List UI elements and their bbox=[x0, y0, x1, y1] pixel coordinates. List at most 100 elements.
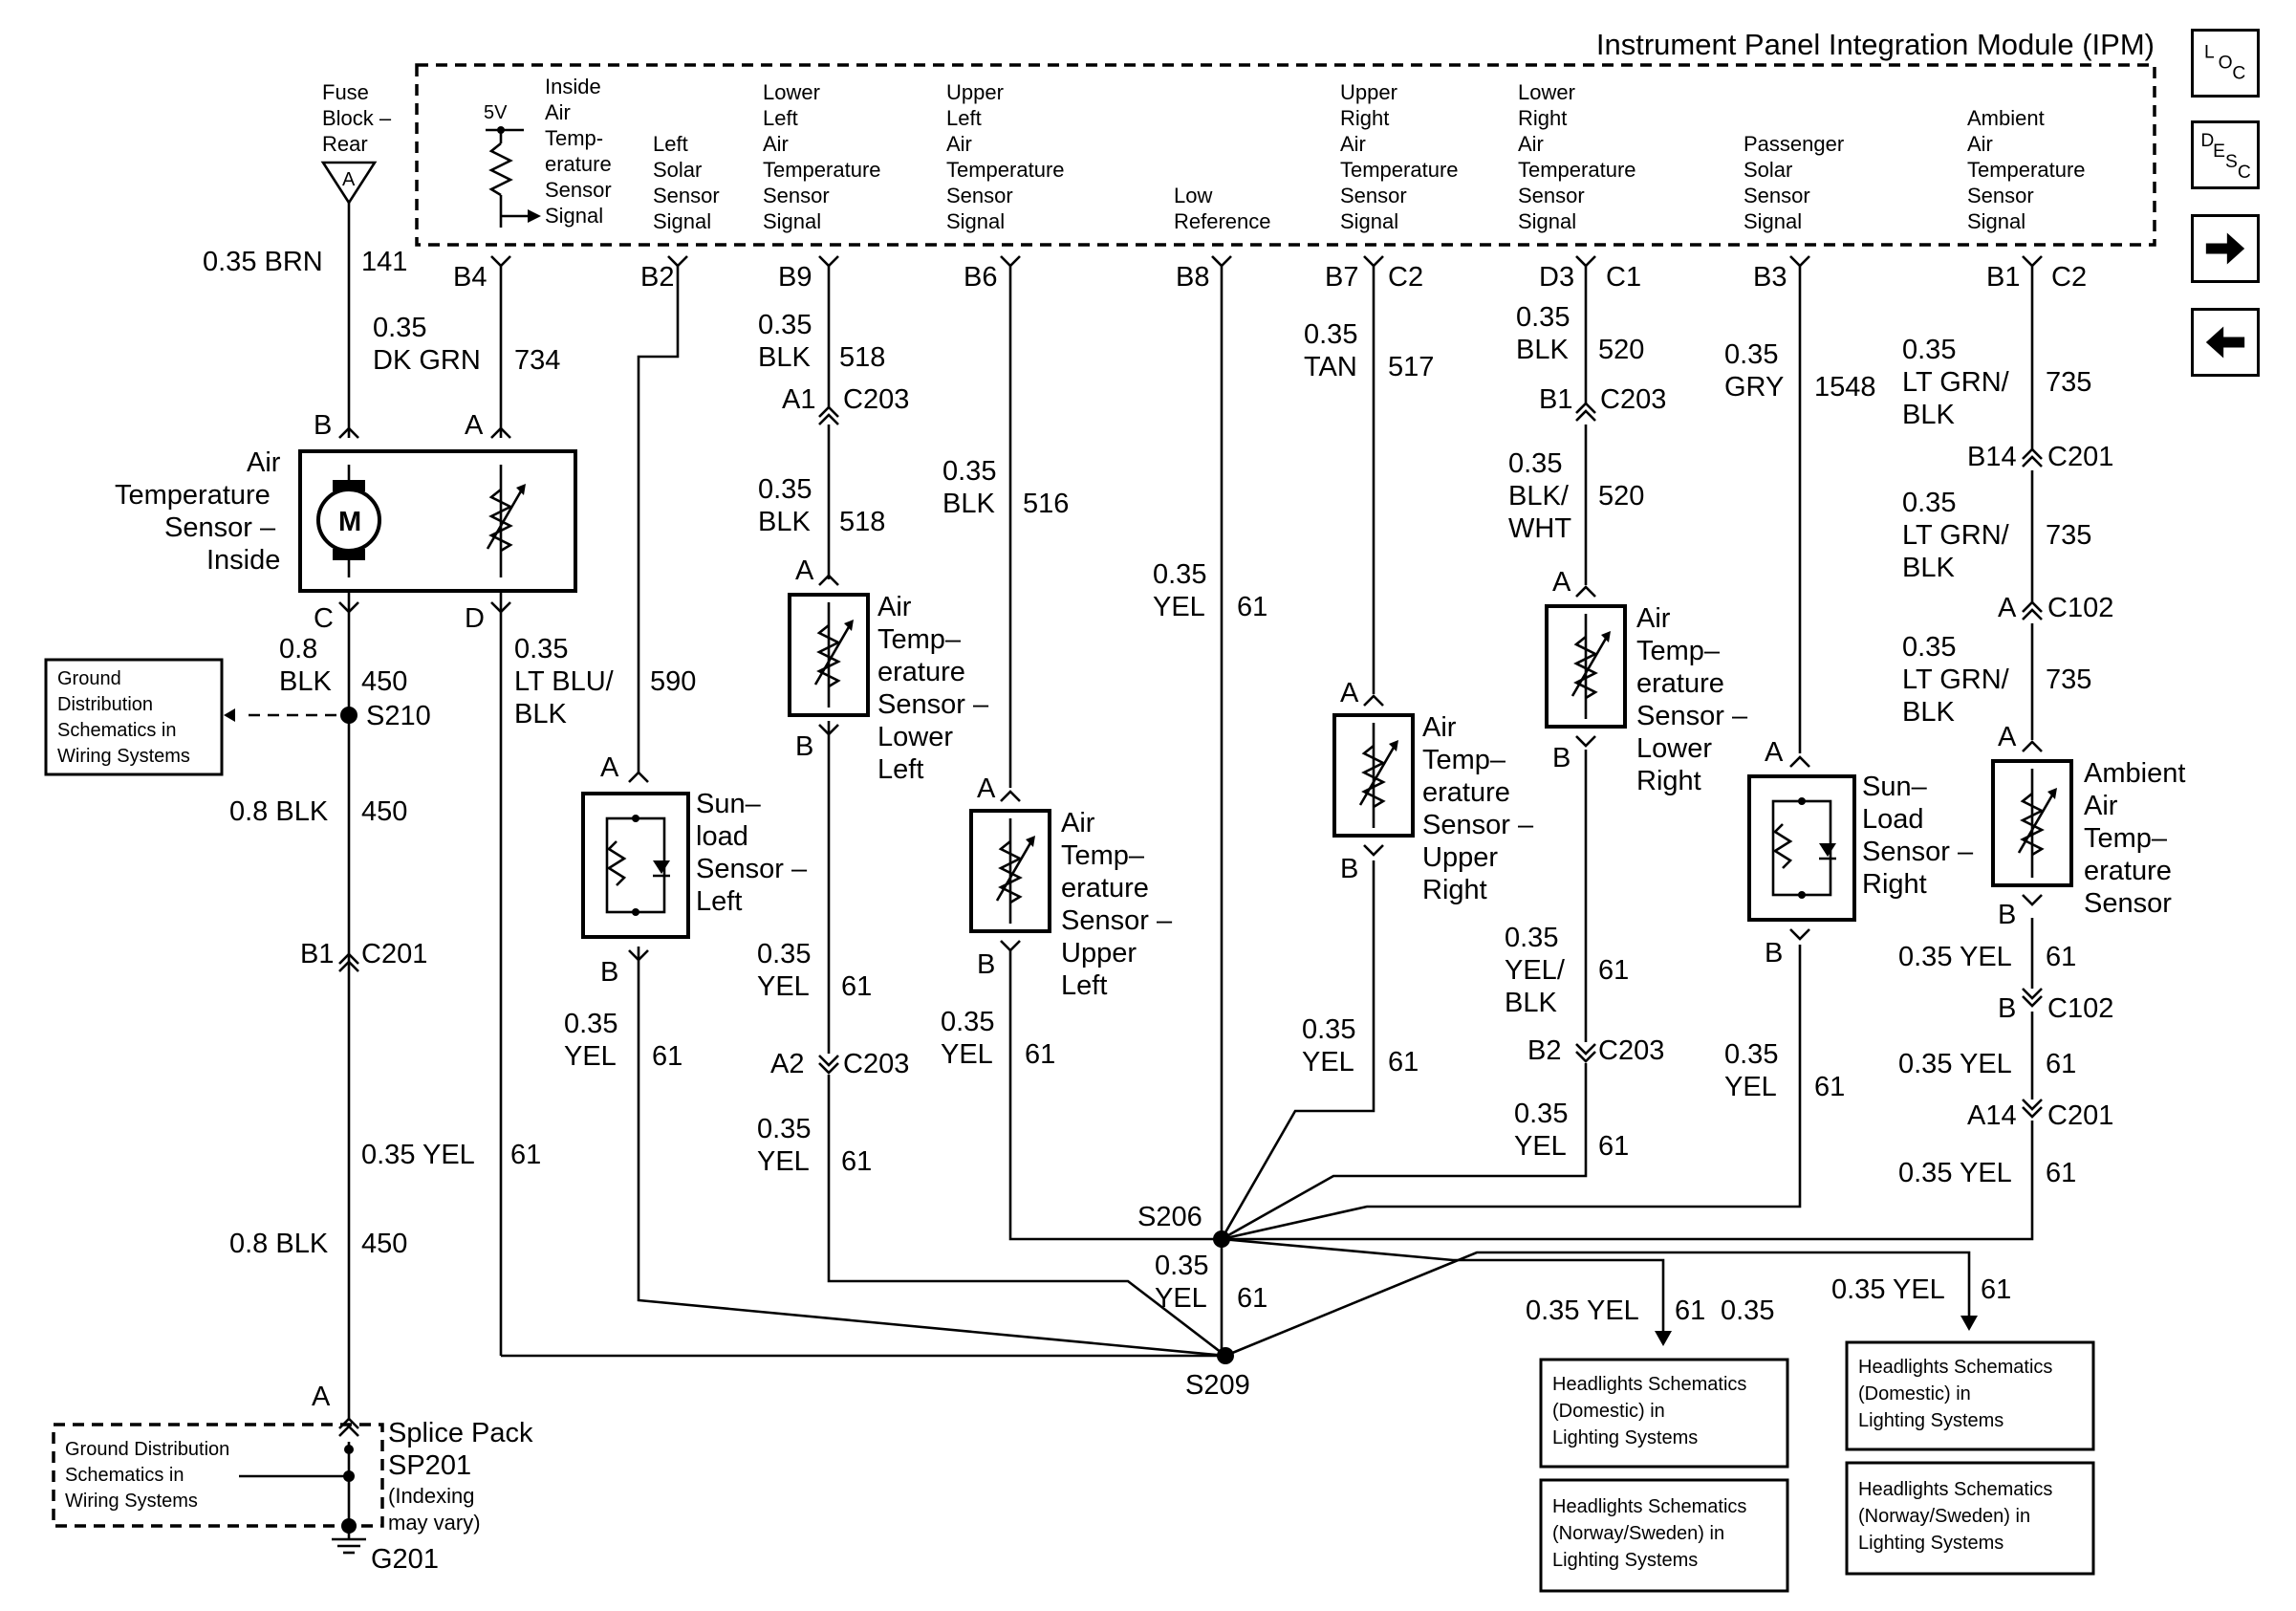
svg-text:C: C bbox=[314, 603, 334, 634]
svg-text:735: 735 bbox=[2046, 367, 2091, 398]
svg-text:(Norway/Sweden) in: (Norway/Sweden) in bbox=[1552, 1523, 1724, 1544]
svg-text:TAN: TAN bbox=[1304, 352, 1357, 382]
signal-label-inside: Inside Air Temp- erature Sensor Signal bbox=[545, 75, 612, 228]
motor-symbol: M bbox=[338, 507, 361, 537]
svg-text:A: A bbox=[1998, 593, 2017, 623]
pin-b4: B4 bbox=[453, 262, 487, 293]
loc-button[interactable]: L O C bbox=[2191, 29, 2260, 98]
svg-text:Temperature: Temperature bbox=[946, 158, 1065, 182]
splice-s210 bbox=[340, 707, 357, 724]
fuse-block-rear: Fuse Block – Rear A bbox=[320, 80, 392, 206]
pin-c1: C1 bbox=[1606, 262, 1641, 293]
svg-text:Right: Right bbox=[1340, 106, 1389, 130]
svg-text:D: D bbox=[465, 603, 485, 634]
svg-text:61: 61 bbox=[1675, 1295, 1705, 1326]
arrow-headlights-domestic-left bbox=[1655, 1331, 1672, 1346]
svg-text:A: A bbox=[1552, 567, 1571, 598]
ref-headlights-domestic-left[interactable]: Headlights Schematics (Domestic) in Ligh… bbox=[1539, 1358, 1789, 1469]
svg-text:Lower: Lower bbox=[1636, 733, 1712, 764]
right-arrow-icon bbox=[2205, 232, 2245, 265]
svg-text:WHT: WHT bbox=[1508, 513, 1571, 544]
svg-text:0.35: 0.35 bbox=[758, 310, 812, 340]
svg-text:Solar: Solar bbox=[1744, 158, 1792, 182]
svg-text:YEL: YEL bbox=[1514, 1131, 1567, 1162]
signal-label-lower-right: Lower Right Air Temperature Sensor Signa… bbox=[1518, 80, 1636, 233]
svg-text:Left: Left bbox=[946, 106, 982, 130]
svg-text:Fuse: Fuse bbox=[322, 80, 369, 104]
svg-text:BLK: BLK bbox=[1516, 335, 1569, 365]
svg-text:Signal: Signal bbox=[653, 209, 711, 233]
svg-text:B: B bbox=[1765, 938, 1783, 969]
pin-c2: C2 bbox=[1388, 262, 1423, 293]
svg-text:Sensor –: Sensor – bbox=[696, 854, 808, 884]
svg-text:BLK: BLK bbox=[758, 342, 811, 373]
ipm-module-box bbox=[415, 63, 2156, 247]
pin-b8: B8 bbox=[1176, 262, 1209, 293]
svg-text:Temp-: Temp- bbox=[545, 126, 603, 150]
svg-text:0.35: 0.35 bbox=[1902, 632, 1956, 663]
svg-text:0.35: 0.35 bbox=[758, 474, 812, 505]
svg-text:Schematics in: Schematics in bbox=[57, 720, 177, 741]
svg-text:(Domestic) in: (Domestic) in bbox=[1552, 1401, 1665, 1422]
svg-text:Signal: Signal bbox=[763, 209, 821, 233]
svg-text:YEL: YEL bbox=[1155, 1283, 1207, 1314]
svg-text:C203: C203 bbox=[843, 384, 909, 415]
svg-text:Temp–: Temp– bbox=[1061, 840, 1145, 871]
svg-text:LT GRN/: LT GRN/ bbox=[1902, 367, 2010, 398]
splice-s209-label: S209 bbox=[1185, 1370, 1250, 1401]
svg-text:Passenger: Passenger bbox=[1744, 132, 1844, 156]
svg-text:Air: Air bbox=[2084, 791, 2118, 821]
svg-text:0.35 BRN: 0.35 BRN bbox=[203, 247, 323, 277]
svg-text:Temperature: Temperature bbox=[115, 480, 271, 511]
svg-text:C201: C201 bbox=[2047, 442, 2113, 472]
svg-text:A: A bbox=[342, 169, 356, 190]
svg-text:Sensor –: Sensor – bbox=[164, 512, 276, 543]
svg-text:B: B bbox=[1340, 854, 1358, 884]
pin-d3: D3 bbox=[1539, 262, 1574, 293]
svg-text:0.8 BLK: 0.8 BLK bbox=[229, 1229, 329, 1259]
svg-text:Sensor –: Sensor – bbox=[1422, 810, 1534, 840]
svg-text:Ground Distribution: Ground Distribution bbox=[65, 1439, 229, 1460]
svg-text:Sun–: Sun– bbox=[696, 789, 762, 819]
svg-text:may vary): may vary) bbox=[388, 1511, 481, 1535]
svg-text:Signal: Signal bbox=[1340, 209, 1398, 233]
svg-text:A: A bbox=[1998, 722, 2017, 752]
signal-label-left-solar: Left Solar Sensor Signal bbox=[653, 132, 720, 233]
ref-ground-distribution-bottom[interactable]: Ground Distribution Schematics in Wiring… bbox=[65, 1439, 229, 1512]
splice-s206 bbox=[1213, 1230, 1230, 1248]
ref-headlights-norway-left[interactable]: Headlights Schematics (Norway/Sweden) in… bbox=[1539, 1478, 1789, 1593]
pin-b2: B2 bbox=[640, 262, 674, 293]
svg-text:A: A bbox=[1340, 678, 1359, 708]
svg-text:Solar: Solar bbox=[653, 158, 702, 182]
ref-ground-distribution-top[interactable]: Ground Distribution Schematics in Wiring… bbox=[44, 658, 224, 776]
svg-text:0.35: 0.35 bbox=[757, 939, 811, 969]
svg-text:450: 450 bbox=[361, 796, 407, 827]
svg-text:Ambient: Ambient bbox=[1967, 106, 2045, 130]
svg-text:erature: erature bbox=[1061, 873, 1149, 903]
svg-text:Low: Low bbox=[1174, 184, 1212, 207]
splice-s206-label: S206 bbox=[1137, 1202, 1202, 1232]
arrow-headlights-domestic-right bbox=[1960, 1316, 1978, 1331]
svg-text:0.35: 0.35 bbox=[941, 1007, 994, 1037]
svg-text:Left: Left bbox=[877, 754, 923, 785]
svg-text:erature: erature bbox=[1636, 668, 1724, 699]
ref-headlights-domestic-right[interactable]: Headlights Schematics (Domestic) in Ligh… bbox=[1845, 1340, 2095, 1451]
svg-text:Left: Left bbox=[653, 132, 688, 156]
ref-headlights-norway-right[interactable]: Headlights Schematics (Norway/Sweden) in… bbox=[1845, 1461, 2095, 1576]
svg-text:61: 61 bbox=[1025, 1039, 1055, 1070]
svg-text:Headlights Schematics: Headlights Schematics bbox=[1552, 1496, 1746, 1517]
svg-text:YEL: YEL bbox=[1153, 592, 1205, 622]
svg-text:Air: Air bbox=[1636, 603, 1671, 634]
prev-arrow-button[interactable] bbox=[2191, 308, 2260, 377]
svg-text:61: 61 bbox=[841, 971, 872, 1002]
svg-text:Air: Air bbox=[1967, 132, 1993, 156]
svg-text:Temp–: Temp– bbox=[877, 624, 962, 655]
next-arrow-button[interactable] bbox=[2191, 214, 2260, 283]
left-arrow-icon bbox=[2205, 326, 2245, 359]
svg-text:Schematics in: Schematics in bbox=[65, 1465, 184, 1486]
svg-text:O: O bbox=[2219, 54, 2233, 74]
desc-button[interactable]: D E S C bbox=[2191, 120, 2260, 189]
svg-text:BLK: BLK bbox=[942, 489, 995, 519]
svg-text:0.35 YEL: 0.35 YEL bbox=[1898, 1158, 2012, 1188]
